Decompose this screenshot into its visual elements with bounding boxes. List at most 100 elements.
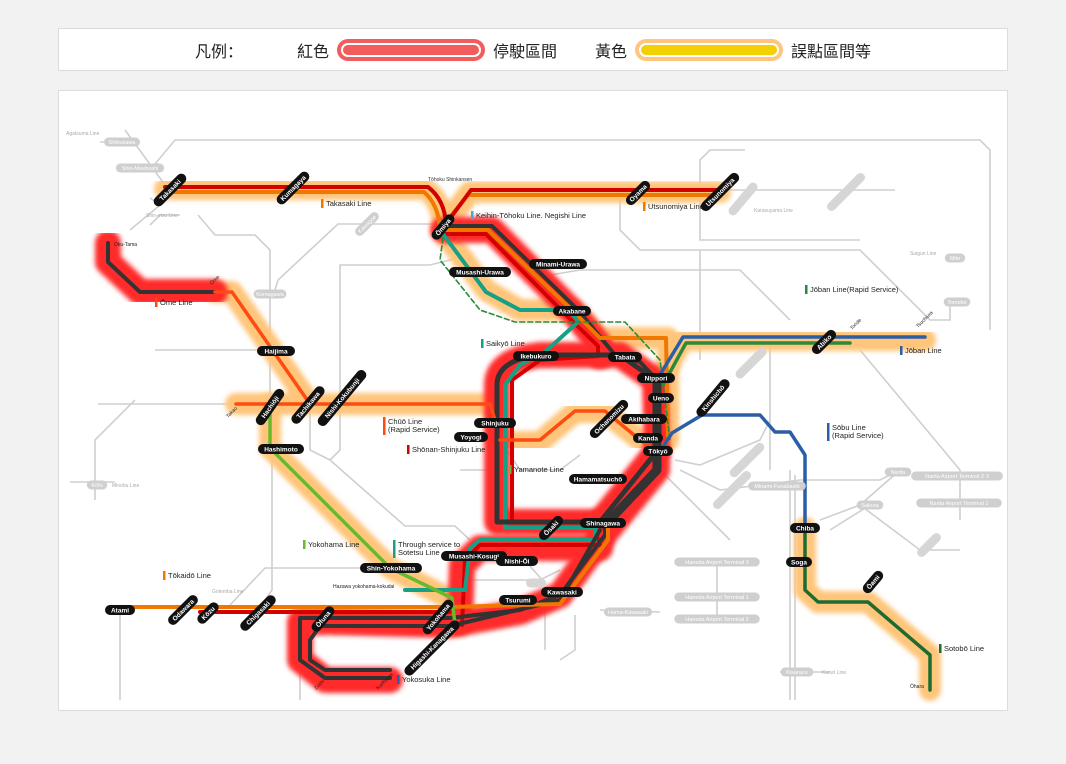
station-tabata[interactable]: Tabata	[608, 352, 642, 362]
station-tokyo[interactable]: Tōkyō	[643, 446, 673, 456]
other-station-shibukawa[interactable]: Shibukawa	[104, 137, 140, 147]
station-kawasaki[interactable]: Kawasaki	[541, 587, 583, 597]
other-station-haneda-t1[interactable]: Haneda Airport Terminal 1	[674, 592, 760, 602]
station-name: Nishi-Ōi	[505, 557, 530, 565]
station-haijima[interactable]: Haijima	[257, 346, 295, 356]
other-station-haneda-t3[interactable]: Haneda Airport Terminal 3	[674, 557, 760, 567]
joban-line	[656, 335, 927, 380]
station-name: Haneda Airport Terminal 2	[685, 617, 749, 623]
legend-box: 凡例： 紅色 停駛區間 黃色 誤點區間等	[58, 28, 1008, 71]
legend-red-swatch	[340, 42, 481, 57]
station-akihabara[interactable]: Akihabara	[621, 414, 667, 424]
station-pill	[255, 388, 285, 426]
station-tsurumi[interactable]: Tsurumi	[499, 595, 537, 605]
station-nishi-oi[interactable]: Nishi-Ōi	[496, 556, 538, 566]
station-ikebukuro[interactable]: Ikebukuro	[513, 351, 559, 361]
other-station-shin-maebashi[interactable]: Shin-Maebashi	[115, 163, 165, 173]
keihin-tohoku-south	[600, 375, 662, 530]
legend-yellow-desc: 誤點區間等	[791, 41, 872, 61]
station-hamamatsucho[interactable]: Hamamatsuchō	[569, 474, 627, 484]
station-pill	[625, 180, 651, 206]
other-station-minami-funabashi[interactable]: Minami-Funabashi	[748, 481, 806, 491]
other-line-label: Kururi Line	[822, 670, 846, 676]
station-pill	[197, 602, 219, 624]
line-label-yokohama: Yokohama Line	[303, 540, 359, 549]
other-line-label: Minobu Line	[112, 483, 139, 489]
station-pill	[499, 595, 537, 605]
other-station-narita-t1[interactable]: Narita Airport Terminal 1	[916, 498, 1002, 508]
station-pill	[643, 446, 673, 456]
station-shinagawa[interactable]: Shinagawa	[580, 518, 626, 528]
station-soga[interactable]: Soga	[786, 557, 812, 567]
ome-line-stopped	[106, 241, 217, 294]
line-label-text: Yamanote Line	[514, 465, 564, 474]
other-line-label: Suigun Line	[910, 251, 937, 257]
line-label-sotobo: Sotobō Line	[939, 644, 984, 653]
station-akabane[interactable]: Akabane	[553, 306, 591, 316]
station-oami[interactable]: Ōami	[861, 569, 885, 595]
station-nippori[interactable]: Nippori	[637, 373, 675, 383]
other-station-tomobe[interactable]: Tomobe	[943, 297, 971, 307]
line-label-yokosuka: Yokosuka Line	[397, 675, 451, 684]
station-musashi-kosugi[interactable]: Musashi-Kosugi	[441, 551, 507, 561]
station-pill	[786, 557, 812, 567]
other-station-narita-t23[interactable]: Narita Airport Terminal 2·3	[911, 471, 1003, 481]
legend-red-label: 紅色	[296, 41, 329, 61]
station-yoyogi[interactable]: Yoyogi	[454, 432, 488, 442]
station-name: Shinagawa	[586, 520, 620, 527]
line-label-tokaido: Tōkaidō Line	[163, 571, 211, 580]
other-station-kofu[interactable]: Kōfu	[86, 480, 108, 490]
other-station-kisarazu[interactable]: Kisarazu	[780, 667, 814, 677]
station-musashi-urawa[interactable]: Musashi-Urawa	[449, 267, 511, 277]
line-label-sobu-2: (Rapid Service)	[832, 431, 884, 440]
station-name: Nippori	[645, 375, 668, 382]
station-name: Narita Airport Terminal 1	[930, 501, 989, 507]
ueno-tokyo-line	[439, 237, 671, 441]
other-station-pill	[917, 533, 941, 557]
station-pill	[168, 595, 198, 625]
station-name: Kanda	[638, 435, 658, 442]
other-station-haneda-t2[interactable]: Haneda Airport Terminal 2	[674, 614, 760, 624]
station-name: Minami-Urawa	[536, 261, 580, 268]
station-kanda[interactable]: Kanda	[633, 433, 663, 443]
line-label-sotetsu-1: Through service to	[393, 540, 460, 558]
station-pill	[317, 370, 367, 426]
line-label-chuo-2: (Rapid Service)	[388, 425, 440, 434]
station-chiba[interactable]: Chiba	[790, 523, 820, 533]
station-pill	[474, 418, 516, 428]
line-color-bar	[805, 285, 808, 294]
other-station-hama-kawasaki[interactable]: Hama-Kawasaki	[603, 607, 653, 617]
other-line-label: Agatsuma Line	[66, 131, 100, 137]
station-hashimoto[interactable]: Hashimoto	[258, 444, 304, 454]
station-ueno[interactable]: Ueno	[648, 393, 674, 403]
other-station-pill	[713, 471, 751, 509]
station-name: Shin-Maebashi	[122, 166, 159, 172]
line-color-bar	[471, 211, 474, 220]
legend-red-desc: 停駛區間	[492, 41, 557, 61]
ome-line	[213, 290, 312, 406]
station-pill	[580, 518, 626, 528]
station-minami-urawa[interactable]: Minami-Urawa	[529, 259, 587, 269]
line-label-text: Yokosuka Line	[402, 675, 451, 684]
other-station-sakura[interactable]: Sakura	[856, 500, 884, 510]
station-name: Shibukawa	[109, 140, 137, 146]
line-label-joban-rapid: Jōban Line(Rapid Service)	[805, 285, 899, 294]
other-station-komagawa[interactable]: Komagawa	[253, 289, 287, 299]
station-shinjuku[interactable]: Shinjuku	[474, 418, 516, 428]
other-station-mito[interactable]: Mito	[944, 253, 966, 263]
station-kinshicho[interactable]: Kinshichō	[694, 377, 731, 419]
station-name: Tomobe	[947, 300, 967, 306]
station-name: Yoyogi	[460, 434, 481, 441]
small-station-oku-tama: Oku-Tama	[114, 242, 137, 248]
station-name: Musashi-Kosugi	[449, 553, 499, 560]
line-label-utsunomiya: Utsunomiya Line	[643, 202, 704, 211]
station-name: Kōfu	[91, 483, 102, 489]
station-name: Sakura	[861, 503, 879, 509]
other-station-narita[interactable]: Narita	[884, 467, 912, 477]
station-name: Narita Airport Terminal 2·3	[925, 474, 989, 480]
station-atami[interactable]: Atami	[105, 605, 135, 615]
station-shin-yokohama[interactable]: Shin-Yokohama	[360, 563, 422, 573]
station-name: Musashi-Urawa	[456, 269, 504, 276]
station-pill	[696, 379, 730, 417]
